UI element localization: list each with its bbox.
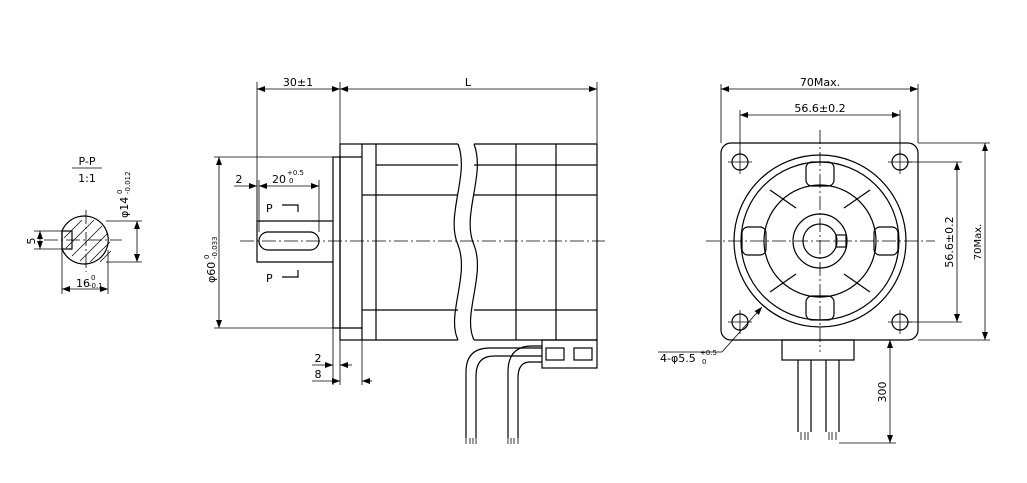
hole-callout: 4-φ5.5 +0.5 0 bbox=[658, 306, 763, 366]
shaft-dia-tol-upper: 0 bbox=[116, 190, 124, 194]
flange-thickness-label: 8 bbox=[315, 368, 322, 381]
flat-dim-tol-lower: -0.1 bbox=[89, 282, 103, 290]
holes-tol-lower: 0 bbox=[702, 358, 706, 366]
pilot-dia-tol-upper: 0 bbox=[203, 255, 211, 259]
flange bbox=[332, 143, 363, 341]
width-max-label: 70Max. bbox=[800, 76, 840, 89]
cable-exit bbox=[465, 339, 598, 444]
flange-dimensions: 2 8 bbox=[312, 328, 372, 385]
pilot-dia-tol-lower: -0.033 bbox=[211, 236, 219, 259]
pilot-depth-label: 2 bbox=[315, 352, 322, 365]
shaft-diameter-dimension: φ14 0 -0.012 bbox=[106, 171, 142, 263]
front-ribs bbox=[741, 161, 899, 321]
pilot-dia-label: φ60 bbox=[205, 262, 218, 283]
pilot-diameter-dimension: φ60 0 -0.033 bbox=[203, 156, 333, 329]
key-length-tol-lower: 0 bbox=[289, 177, 293, 185]
section-marks: P P bbox=[266, 202, 299, 285]
section-view: P-P 1:1 5 φ14 0 bbox=[25, 155, 142, 294]
shaft-cross-section bbox=[44, 210, 122, 272]
shaft-length-label: 30±1 bbox=[283, 76, 313, 89]
section-scale: 1:1 bbox=[78, 172, 96, 185]
key-length-label: 20 bbox=[272, 173, 286, 186]
body-length-label: L bbox=[465, 76, 472, 89]
motor-body bbox=[362, 143, 598, 341]
shaft-dia-label: φ14 bbox=[118, 197, 131, 218]
front-cable-exit bbox=[781, 339, 855, 440]
section-title: P-P bbox=[79, 155, 96, 168]
holes-tol-upper: +0.5 bbox=[700, 349, 717, 357]
key-width-label: 5 bbox=[25, 238, 38, 245]
front-width-dimensions: 70Max. 56.6±0.2 bbox=[720, 76, 919, 154]
holes-label: 4-φ5.5 bbox=[660, 352, 696, 365]
length-dimensions: 30±1 L bbox=[256, 76, 598, 221]
front-height-dimensions: 56.6±0.2 70Max. bbox=[908, 142, 990, 341]
lead-length-dimension: 300 bbox=[839, 339, 896, 444]
front-flange-square bbox=[720, 142, 919, 341]
shaft bbox=[256, 220, 333, 263]
hole-spacing-h-label: 56.6±0.2 bbox=[794, 102, 845, 115]
side-view: 30±1 L 2 20 +0.5 0 P P φ6 bbox=[203, 76, 605, 444]
lead-length-label: 300 bbox=[876, 382, 889, 403]
hole-spacing-v-label: 56.6±0.2 bbox=[943, 216, 956, 267]
section-mark-bottom: P bbox=[266, 272, 273, 285]
flat-dim-label: 16 bbox=[76, 277, 90, 290]
front-view: 70Max. 56.6±0.2 56.6±0.2 70Max. 4-φ5.5 +… bbox=[658, 76, 990, 444]
key-width-dimension: 5 bbox=[25, 230, 62, 250]
height-max-label: 70Max. bbox=[973, 224, 984, 261]
section-mark-top: P bbox=[266, 202, 273, 215]
key-length-tol-upper: +0.5 bbox=[287, 169, 304, 177]
key-offset-label: 2 bbox=[236, 173, 243, 186]
flat-dim-tol-upper: 0 bbox=[91, 274, 95, 282]
flat-dimension: 16 0 -0.1 bbox=[61, 249, 109, 294]
key-dimensions: 2 20 +0.5 0 bbox=[234, 169, 320, 232]
shaft-dia-tol-lower: -0.012 bbox=[124, 171, 132, 194]
